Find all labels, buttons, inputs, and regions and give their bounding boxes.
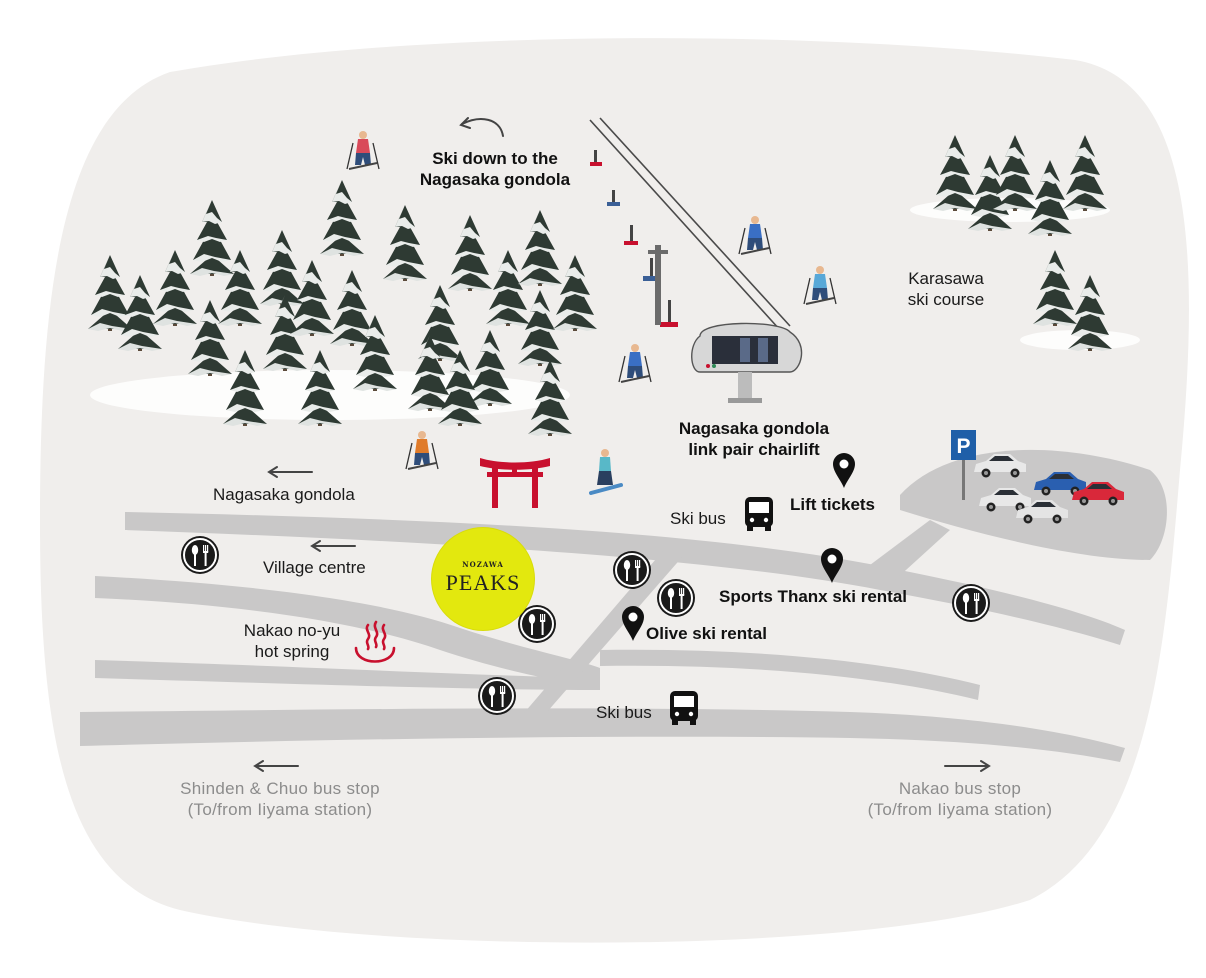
label-ski-down-line2: Nagasaka gondola — [419, 170, 571, 189]
label-ski-down: Ski down to the Nagasaka gondola — [410, 148, 580, 190]
label-sports-thanx: Sports Thanx ski rental — [719, 587, 907, 606]
road-parking — [870, 520, 950, 580]
bus-icon-top — [745, 497, 773, 531]
road-village — [95, 576, 600, 688]
parking-icon: P — [951, 430, 976, 460]
snowboarder — [589, 449, 623, 495]
road-diagonal — [518, 545, 690, 720]
label-olive: Olive ski rental — [646, 624, 767, 643]
label-village-centre: Village centre — [263, 558, 366, 577]
label-karasawa-line1: Karasawa — [908, 269, 984, 288]
label-nakao-line1: Nakao bus stop — [898, 779, 1022, 798]
arrow-nakao — [944, 760, 991, 772]
restaurant-icon-6 — [951, 583, 991, 623]
arrows — [253, 117, 991, 772]
parking-sign: P — [956, 435, 970, 458]
label-ski-bus-bottom: Ski bus — [596, 703, 652, 722]
label-shinden-line2: (To/from Iiyama station) — [187, 800, 373, 819]
skiers — [346, 130, 837, 495]
chairlift — [589, 117, 803, 403]
torii-gate-icon — [480, 458, 550, 508]
road-main-top — [125, 512, 1125, 645]
nozawa-peaks-logo: NOZAWA PEAKS — [432, 528, 534, 630]
label-lift-tickets: Lift tickets — [790, 495, 876, 514]
label-shinden-bus-stop: Shinden & Chuo bus stop (To/from Iiyama … — [160, 778, 400, 820]
label-hot-spring: Nakao no-yu hot spring — [222, 620, 362, 662]
road-bottom — [80, 708, 1125, 762]
restaurant-icon-2 — [612, 550, 652, 590]
label-karasawa: Karasawa ski course — [876, 268, 1016, 310]
logo-big-text: PEAKS — [445, 570, 521, 595]
label-chairlift: Nagasaka gondola link pair chairlift — [664, 418, 844, 460]
label-nakao-bus-stop: Nakao bus stop (To/from Iiyama station) — [840, 778, 1080, 820]
restaurant-icon-3 — [656, 578, 696, 618]
label-nakao-line2: (To/from Iiyama station) — [867, 800, 1053, 819]
road-lower — [95, 660, 600, 690]
parking-area: P — [951, 430, 1124, 524]
restaurant-icon-1 — [180, 535, 220, 575]
label-hot-spring-line2: hot spring — [254, 642, 330, 661]
label-chairlift-line1: Nagasaka gondola — [678, 419, 830, 438]
logo-small-text: NOZAWA — [462, 560, 504, 569]
label-karasawa-line2: ski course — [907, 290, 985, 309]
restaurant-icon-4 — [517, 604, 557, 644]
bus-icon-bottom — [670, 691, 698, 725]
label-ski-down-line1: Ski down to the — [432, 149, 558, 168]
label-shinden-line1: Shinden & Chuo bus stop — [180, 779, 380, 798]
label-nagasaka-gondola: Nagasaka gondola — [213, 485, 355, 504]
label-ski-bus-top: Ski bus — [670, 509, 726, 528]
label-hot-spring-line1: Nakao no-yu — [243, 621, 341, 640]
road-right — [600, 649, 980, 700]
arrow-shinden — [253, 760, 299, 772]
ski-down-arrow — [459, 117, 504, 137]
arrow-village — [310, 540, 356, 552]
arrow-nagasaka — [267, 466, 313, 478]
label-chairlift-line2: link pair chairlift — [688, 440, 820, 459]
hot-spring-icon — [354, 620, 396, 663]
restaurant-icon-5 — [477, 676, 517, 716]
